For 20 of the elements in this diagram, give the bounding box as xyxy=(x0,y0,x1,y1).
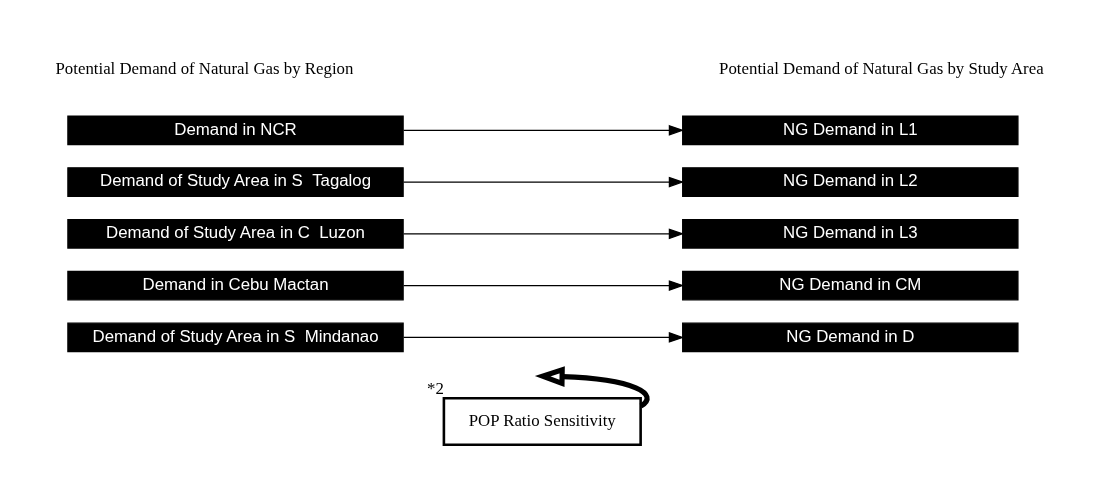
node-box: NG Demand in L2 xyxy=(682,166,1019,197)
label: Potential Demand of Natural Gas by Region xyxy=(55,58,354,78)
arrow xyxy=(402,227,685,239)
node-box: Demand of Study Area in S Mindanao xyxy=(67,322,404,352)
arrow xyxy=(534,365,650,408)
node-box: Demand of Study Area in S Tagalog xyxy=(67,166,404,197)
arrow xyxy=(402,124,685,136)
node-box: NG Demand in L3 xyxy=(682,218,1019,249)
node-box: Demand in NCR xyxy=(67,114,404,145)
node-box: POP Ratio Sensitivity xyxy=(442,396,642,446)
node-box: Demand of Study Area in C Luzon xyxy=(67,218,404,249)
arrow xyxy=(402,279,685,291)
node-box: NG Demand in CM xyxy=(682,270,1019,300)
label: Potential Demand of Natural Gas by Study Area xyxy=(719,58,1044,78)
node-box: Demand in Cebu Mactan xyxy=(67,270,404,300)
node-box: NG Demand in L1 xyxy=(682,114,1019,145)
arrow xyxy=(402,331,685,343)
node-label: *2 xyxy=(427,378,444,398)
node-box: NG Demand in D xyxy=(682,322,1019,352)
arrow xyxy=(402,176,685,187)
